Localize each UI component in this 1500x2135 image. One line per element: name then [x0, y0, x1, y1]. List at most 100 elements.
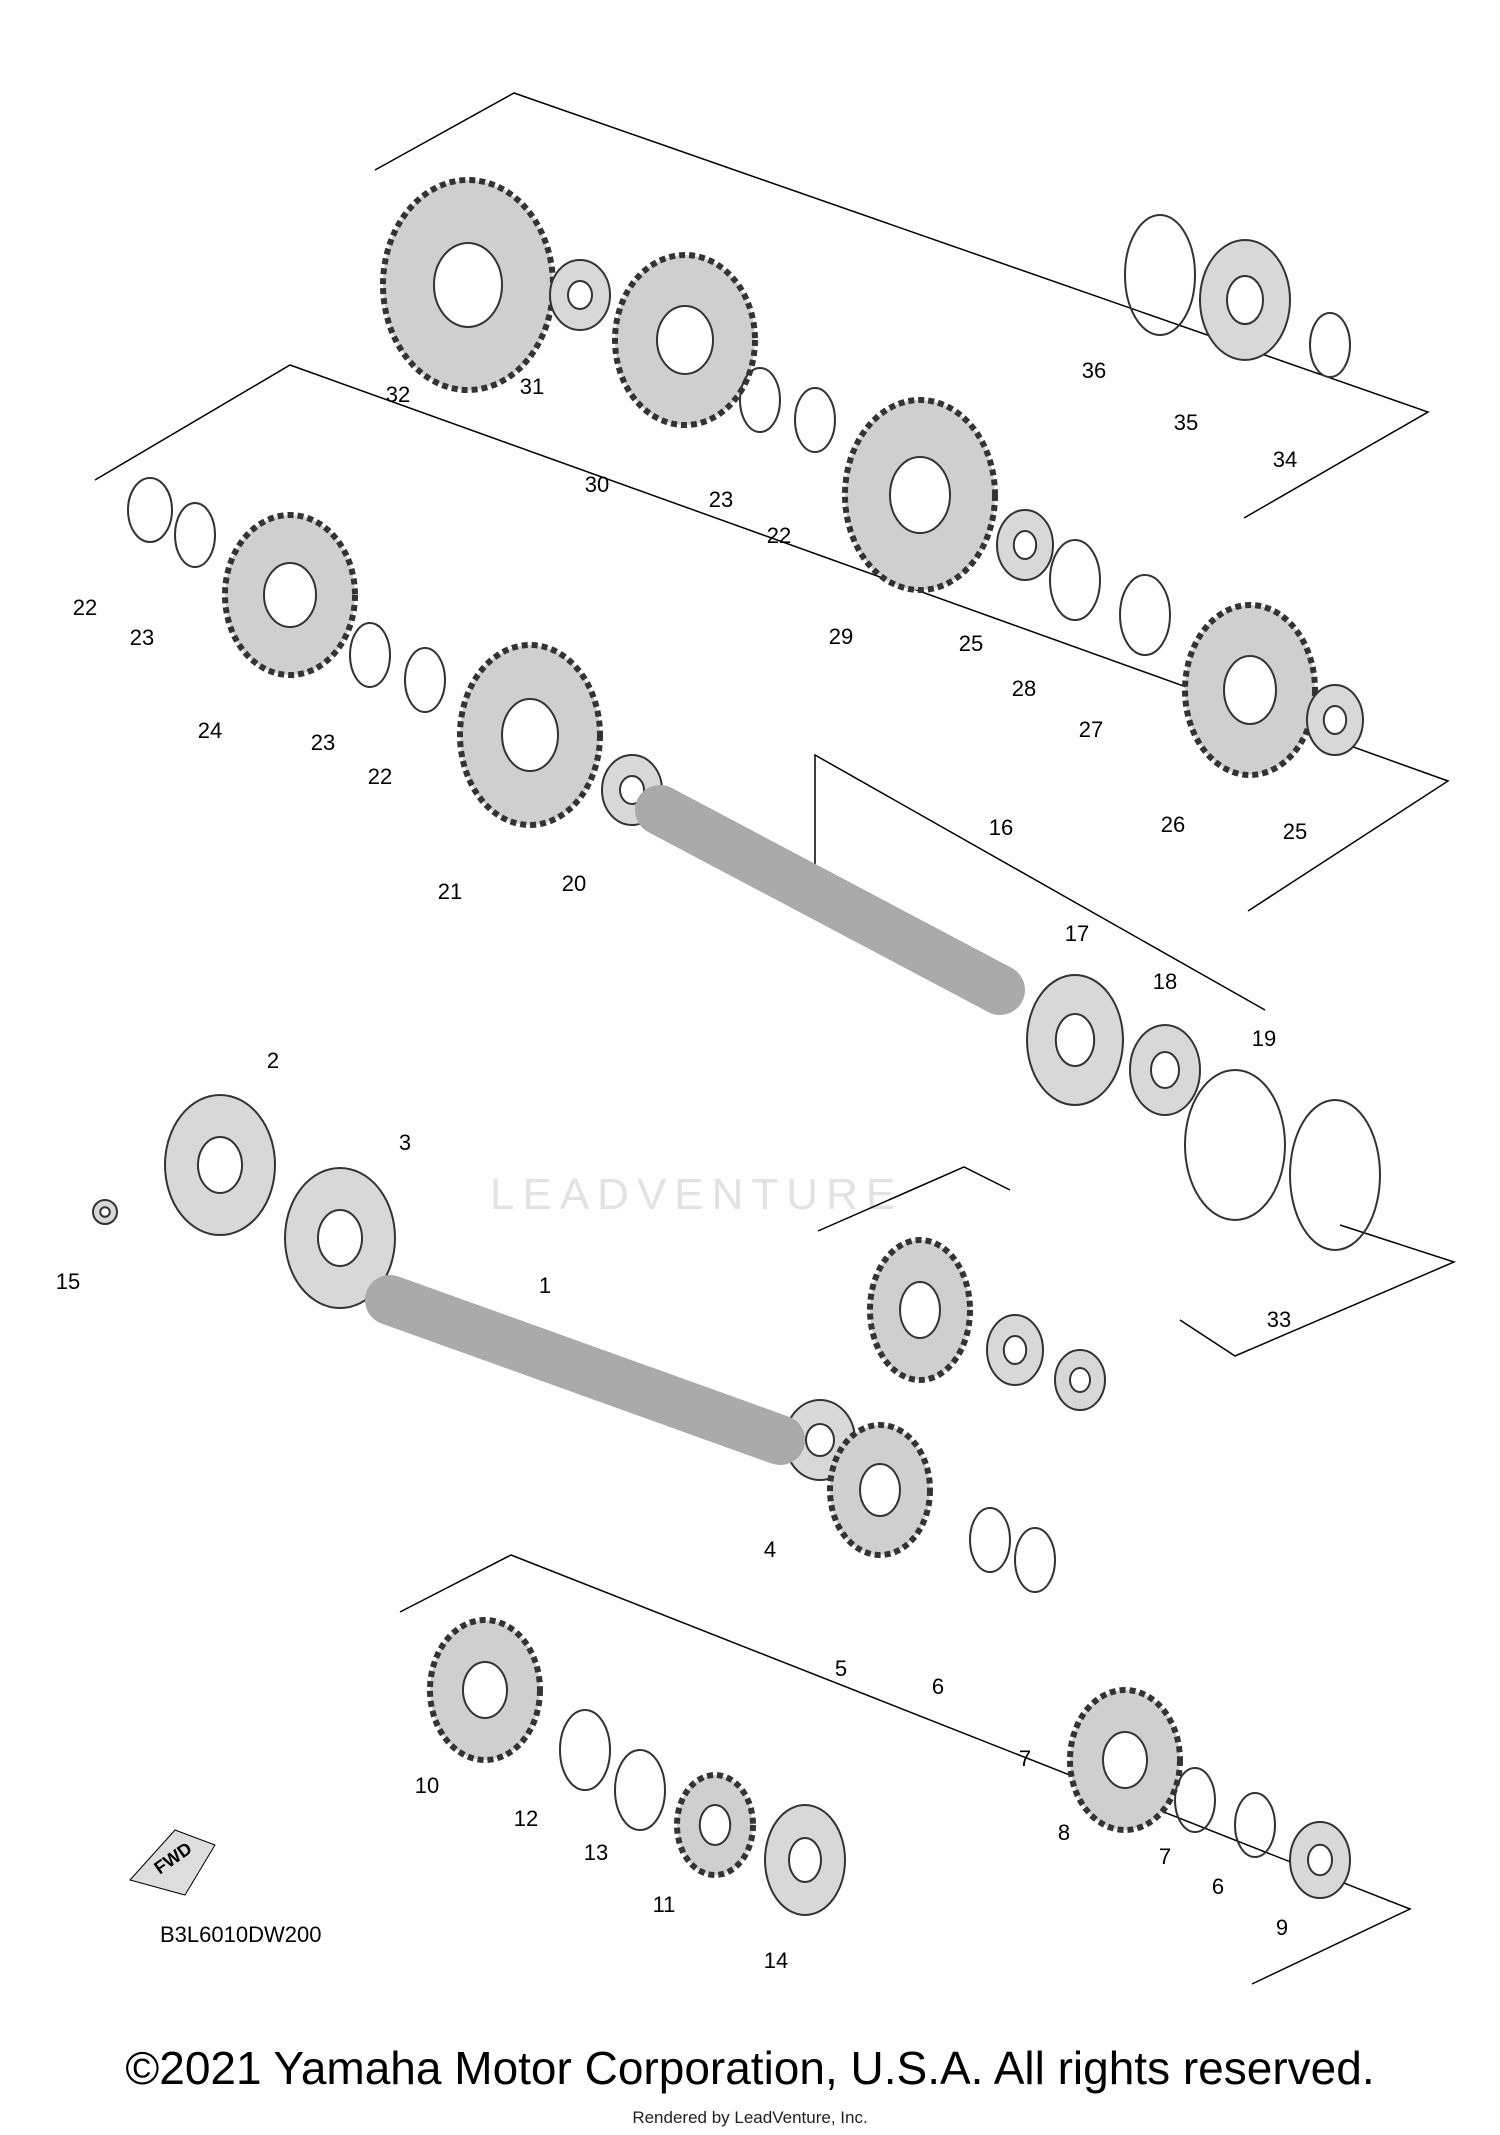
- callout-20: 20: [561, 871, 587, 896]
- callout-21: 21: [437, 879, 463, 904]
- callout-35: 35: [1173, 410, 1199, 435]
- group-bracket-sprocket-right: [1179, 1224, 1457, 1357]
- callout-23: 23: [310, 730, 336, 755]
- part-bore: [433, 242, 503, 328]
- clip-part: [404, 647, 446, 713]
- watermark: LEADVENTURE: [490, 1170, 904, 1219]
- part-bore: [1012, 530, 1038, 560]
- part-bore: [859, 1463, 901, 1517]
- part-bore: [1150, 1051, 1180, 1089]
- callout-26: 26: [1160, 812, 1186, 837]
- callout-7: 7: [1158, 1844, 1172, 1869]
- clip-part: [1289, 1099, 1381, 1251]
- clip-part: [1049, 539, 1101, 621]
- part-bore: [1102, 1731, 1148, 1789]
- part-bore: [1002, 1335, 1028, 1365]
- callout-18: 18: [1152, 969, 1178, 994]
- callout-4: 4: [763, 1537, 777, 1562]
- callout-15: 15: [55, 1269, 81, 1294]
- part-bore: [501, 698, 559, 772]
- callout-27: 27: [1078, 717, 1104, 742]
- part-bore: [619, 775, 645, 805]
- clip-part: [559, 1709, 611, 1791]
- main-axle-shaft: [635, 785, 1025, 1015]
- part-bore: [567, 280, 593, 310]
- callout-8: 8: [1057, 1820, 1071, 1845]
- callout-25: 25: [958, 631, 984, 656]
- part-bore: [1307, 1843, 1333, 1877]
- clip-part: [614, 1749, 666, 1831]
- callout-1: 1: [538, 1273, 552, 1298]
- clip-part: [1119, 574, 1171, 656]
- clip-part: [739, 367, 781, 433]
- callout-16: 16: [988, 815, 1014, 840]
- part-bore: [99, 1206, 111, 1218]
- callout-24: 24: [197, 718, 223, 743]
- group-bracket-bottom: [399, 1554, 1412, 1985]
- part-bore: [656, 305, 714, 375]
- callout-31: 31: [519, 374, 545, 399]
- rendered-by: Rendered by LeadVenture, Inc.: [632, 2108, 868, 2127]
- clip-part: [1124, 214, 1196, 336]
- callout-17: 17: [1064, 921, 1090, 946]
- part-bore: [197, 1136, 243, 1194]
- callout-12: 12: [513, 1806, 539, 1831]
- clip-part: [1184, 1069, 1286, 1221]
- callout-30: 30: [584, 472, 610, 497]
- callout-22: 22: [367, 764, 393, 789]
- bracket-16: [814, 753, 1266, 1011]
- callout-28: 28: [1011, 676, 1037, 701]
- callout-11: 11: [652, 1892, 676, 1917]
- callout-36: 36: [1081, 358, 1107, 383]
- clip-part: [1309, 312, 1351, 378]
- part-bore: [1322, 705, 1348, 735]
- part-bore: [788, 1837, 822, 1883]
- callout-6: 6: [1211, 1874, 1225, 1899]
- callout-3: 3: [398, 1130, 412, 1155]
- callout-32: 32: [385, 382, 411, 407]
- callout-33: 33: [1266, 1307, 1292, 1332]
- callout-6: 6: [931, 1674, 945, 1699]
- callout-5: 5: [834, 1656, 848, 1681]
- callout-9: 9: [1275, 1915, 1289, 1940]
- diagram-code: B3L6010DW200: [160, 1922, 322, 1947]
- callout-25: 25: [1282, 819, 1308, 844]
- clip-part: [794, 387, 836, 453]
- callout-34: 34: [1272, 447, 1298, 472]
- part-bore: [462, 1661, 508, 1719]
- group-bracket-second: [94, 364, 1450, 912]
- callout-14: 14: [763, 1948, 789, 1973]
- part-bore: [263, 562, 317, 628]
- callout-7: 7: [1018, 1746, 1032, 1771]
- part-bore: [899, 1281, 941, 1339]
- callout-10: 10: [414, 1773, 440, 1798]
- part-bore: [1223, 655, 1277, 725]
- clip-part: [969, 1507, 1011, 1573]
- clip-part: [174, 502, 216, 568]
- callout-2: 2: [266, 1048, 280, 1073]
- clip-part: [349, 622, 391, 688]
- clip-part: [127, 477, 173, 543]
- part-bore: [805, 1423, 835, 1457]
- drive-axle-shaft: [365, 1275, 805, 1465]
- callout-29: 29: [828, 624, 854, 649]
- callout-22: 22: [766, 523, 792, 548]
- callout-23: 23: [129, 625, 155, 650]
- part-bore: [1054, 1013, 1096, 1067]
- group-bracket-sprocket: [817, 1166, 1011, 1232]
- callout-23: 23: [708, 487, 734, 512]
- clip-part: [1174, 1767, 1216, 1833]
- part-bore: [1226, 275, 1264, 325]
- callout-13: 13: [583, 1840, 609, 1865]
- copyright: ©2021 Yamaha Motor Corporation, U.S.A. A…: [125, 2042, 1375, 2094]
- callout-22: 22: [72, 595, 98, 620]
- part-bore: [1069, 1367, 1091, 1393]
- callout-19: 19: [1251, 1026, 1277, 1051]
- group-bracket-top: [374, 92, 1430, 519]
- part-bore: [889, 456, 951, 534]
- fwd-arrow-icon: FWD: [129, 1829, 216, 1896]
- clip-part: [1014, 1527, 1056, 1593]
- part-bore: [317, 1209, 363, 1267]
